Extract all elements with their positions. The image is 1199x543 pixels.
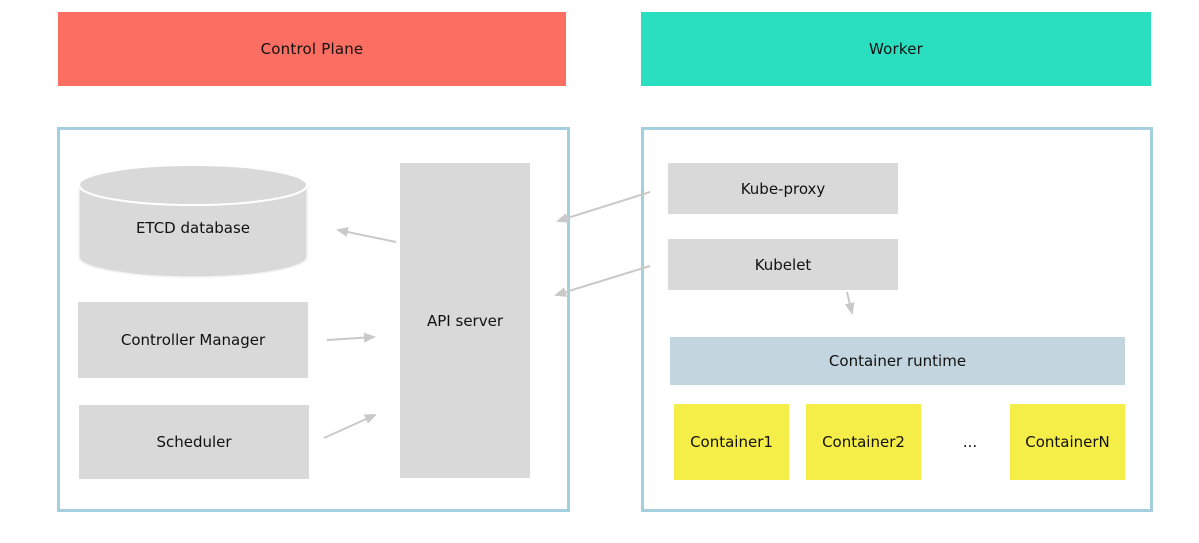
etcd-database-cylinder [78, 164, 308, 278]
arrow-kubelet-to-api-server [554, 265, 651, 297]
scheduler-box: Scheduler [79, 405, 309, 479]
api-server-box: API server [400, 163, 530, 478]
controller-manager-box: Controller Manager [78, 302, 308, 378]
kubelet-box: Kubelet [668, 239, 898, 290]
container-2-box: Container2 [806, 404, 921, 480]
etcd-database-label: ETCD database [135, 219, 251, 237]
arrow-kube-proxy-to-api-server [556, 191, 651, 223]
control-plane-header: Control Plane [58, 12, 566, 86]
container-1-box: Container1 [674, 404, 789, 480]
worker-header: Worker [641, 12, 1151, 86]
container-runtime-box: Container runtime [670, 337, 1125, 385]
containers-ellipsis: ... [962, 433, 978, 451]
kube-proxy-box: Kube-proxy [668, 163, 898, 214]
container-n-box: ContainerN [1010, 404, 1125, 480]
